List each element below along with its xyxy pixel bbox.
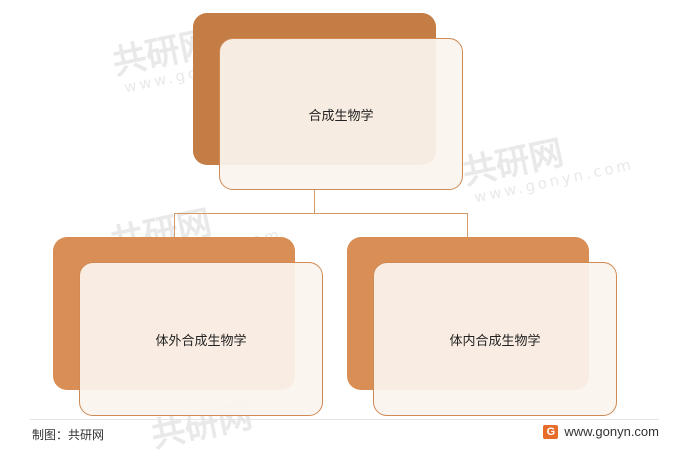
footer-site: G www.gonyn.com: [543, 424, 659, 439]
watermark-brand: 共研网: [458, 132, 568, 194]
footer-credit: 制图：共研网: [32, 428, 105, 442]
footer-site-url: www.gonyn.com: [564, 424, 659, 439]
connector-vertical-root: [314, 190, 315, 214]
child-node-right-label: 体内合成生物学: [449, 333, 541, 349]
child-node-left: 体外合成生物学: [79, 262, 323, 416]
root-node-label: 合成生物学: [308, 108, 374, 124]
connector-horizontal: [174, 213, 468, 214]
watermark: 共研网 www.gonyn.com: [457, 111, 635, 208]
gonyn-logo-icon: G: [543, 424, 559, 439]
child-node-left-label: 体外合成生物学: [155, 333, 247, 349]
connector-vertical-right: [467, 213, 468, 237]
child-node-right: 体内合成生物学: [373, 262, 617, 416]
footer-divider: [30, 419, 659, 420]
connector-vertical-left: [174, 213, 175, 237]
root-node: 合成生物学: [219, 38, 463, 190]
watermark-url: www.gonyn.com: [472, 155, 636, 207]
